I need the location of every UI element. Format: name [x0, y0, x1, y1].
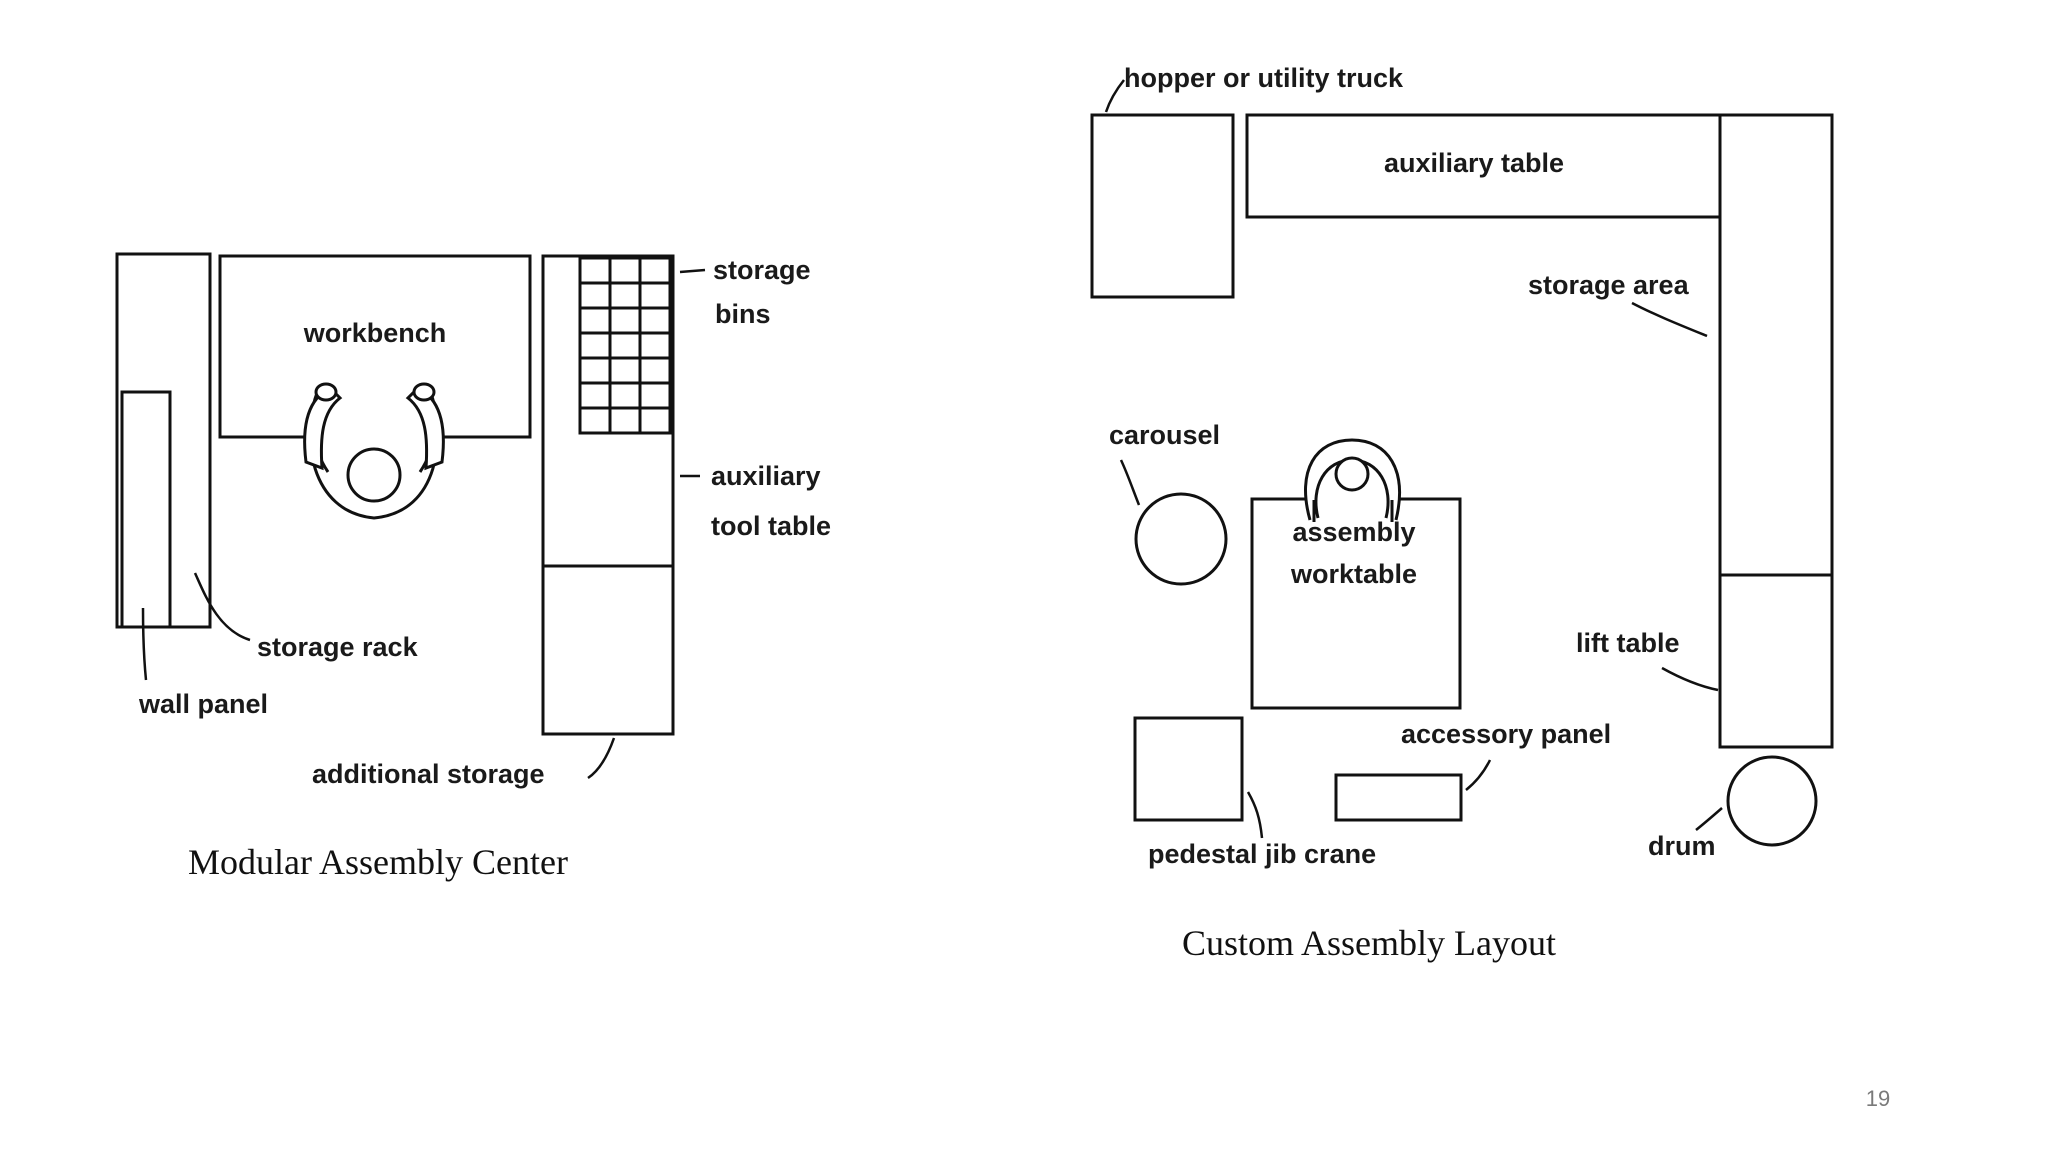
lift-table — [1718, 573, 1834, 749]
caption-modular-assembly-center: Modular Assembly Center — [188, 842, 568, 882]
label-auxiliary-tool-table-2: tool table — [711, 511, 831, 541]
caption-custom-assembly-layout: Custom Assembly Layout — [1182, 923, 1556, 963]
leader-storage-rack — [193, 572, 251, 642]
wall-panel — [115, 252, 212, 629]
label-hopper: hopper or utility truck — [1124, 63, 1404, 93]
page-number: 19 — [1866, 1086, 1890, 1111]
worker-figure-workbench — [303, 382, 445, 520]
storage-rack — [120, 390, 172, 629]
worker-figure-worktable — [1304, 438, 1401, 522]
modular-assembly-center: workbench storage bins auxiliary tool ta… — [115, 252, 831, 882]
leader-pedestal-jib-crane — [1246, 791, 1264, 839]
label-workbench: workbench — [303, 318, 447, 348]
label-accessory-panel: accessory panel — [1401, 719, 1611, 749]
label-additional-storage: additional storage — [312, 759, 545, 789]
label-drum: drum — [1648, 831, 1716, 861]
label-storage-area: storage area — [1528, 270, 1690, 300]
additional-storage — [541, 564, 675, 736]
leader-additional-storage — [587, 737, 616, 780]
leader-wall-panel — [141, 607, 148, 681]
pedestal-jib-crane — [1133, 716, 1244, 822]
storage-bins-grid — [578, 256, 672, 435]
leader-carousel — [1119, 459, 1141, 506]
leader-lift-table — [1661, 666, 1719, 692]
label-pedestal-jib-crane: pedestal jib crane — [1148, 839, 1376, 869]
storage-area — [1718, 113, 1834, 577]
label-auxiliary-tool-table-1: auxiliary — [711, 461, 821, 491]
label-auxiliary-table: auxiliary table — [1384, 148, 1564, 178]
label-assembly-worktable-2: worktable — [1290, 559, 1417, 589]
label-wall-panel: wall panel — [138, 689, 268, 719]
label-lift-table: lift table — [1576, 628, 1680, 658]
label-storage-bins-2: bins — [715, 299, 771, 329]
carousel — [1134, 492, 1228, 586]
label-storage-rack: storage rack — [257, 632, 419, 662]
custom-assembly-layout: hopper or utility truck auxiliary table … — [1090, 63, 1834, 963]
hopper-utility-truck — [1090, 113, 1235, 299]
label-storage-bins-1: storage — [713, 255, 811, 285]
leader-storage-bins — [679, 268, 706, 274]
accessory-panel — [1334, 773, 1463, 822]
auxiliary-tool-table — [541, 254, 675, 568]
label-carousel: carousel — [1109, 420, 1220, 450]
label-assembly-worktable-1: assembly — [1292, 517, 1415, 547]
leader-drum — [1695, 807, 1723, 831]
leader-hopper — [1104, 79, 1125, 113]
drum — [1726, 755, 1818, 847]
leader-storage-area — [1631, 301, 1708, 338]
leader-accessory-panel — [1465, 759, 1492, 791]
